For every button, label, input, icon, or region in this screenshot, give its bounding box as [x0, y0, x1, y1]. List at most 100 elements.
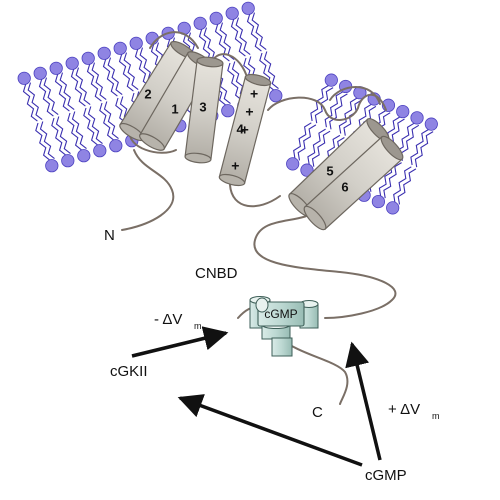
cyclic-nucleotide-binding-domain: cGMP [249, 296, 319, 357]
negative-voltage-label: - ΔV m [154, 311, 202, 331]
lipid-tail [410, 129, 429, 166]
voltage-sensor-charge: + [241, 122, 249, 138]
helix-bottom-cap [218, 173, 246, 187]
lipid-head [371, 194, 385, 209]
helix-label-S2: 2 [144, 86, 151, 101]
lipid-tail [67, 112, 83, 151]
backbone-loops [121, 31, 397, 405]
lipid-tail [22, 83, 38, 122]
lipid-head [61, 154, 75, 168]
helix-top-cap [380, 135, 404, 161]
helix-top-cap [196, 56, 224, 68]
helix-S5: 5 [288, 117, 390, 218]
pos-voltage-text: + ΔV [388, 401, 420, 418]
loop-s1-s2 [149, 31, 199, 49]
lipid-tail [400, 124, 420, 161]
lipid-tail [83, 107, 99, 146]
n-terminal-tail [121, 149, 175, 231]
cnbd-label: CNBD [195, 265, 238, 282]
lipid-head [269, 89, 283, 103]
lipid-tail [107, 57, 123, 96]
lipid-tail [35, 122, 51, 161]
cnbd-to-c-terminus [279, 337, 349, 405]
lipid-head [65, 56, 79, 70]
lipid-tail [134, 48, 150, 87]
loop-s4-s5 [229, 184, 281, 208]
lipid-head [300, 163, 314, 177]
lipid-head [129, 36, 143, 50]
lipid-head [193, 16, 207, 30]
lipid-head [93, 144, 107, 158]
pore-loop-extra [329, 86, 381, 105]
lipid-head [241, 1, 255, 15]
n-terminus-label: N [104, 227, 115, 244]
lipid-head [221, 104, 235, 118]
lipid-tail [235, 17, 251, 56]
helix-label-S4: 4 [236, 121, 244, 136]
lipid-head [81, 51, 95, 65]
lipid-tail [311, 130, 331, 167]
lipid-head [209, 11, 223, 25]
helix-label-S6: 6 [341, 179, 348, 194]
lipid-tail [123, 52, 139, 91]
lipid-tail [383, 162, 402, 199]
lipid-tail [27, 82, 43, 121]
lipid-tail [39, 121, 55, 160]
lipid-head [410, 111, 424, 125]
helix-label-S5: 5 [326, 163, 333, 178]
lipid-tail [38, 78, 54, 117]
lipid-tail [71, 111, 87, 150]
lipid-tail [75, 67, 91, 106]
lipid-tail [329, 93, 348, 130]
lipid-head [33, 66, 47, 80]
lipid-head [17, 71, 31, 85]
regulation-arrows [131, 326, 382, 467]
lipid-tail [87, 106, 103, 145]
lipid-head [145, 31, 159, 45]
lipid-head [424, 117, 438, 131]
lipid-tail [338, 97, 358, 134]
helix-label-S1: 1 [171, 101, 178, 116]
lipid-tail [343, 99, 362, 136]
helix-S4: 4 [218, 73, 272, 187]
helix-top-cap [244, 73, 272, 87]
voltage-sensor-charge: + [250, 86, 258, 102]
arrow-cgmp-to-cgkii [177, 394, 363, 467]
lipid-tail [55, 116, 71, 155]
lipid-tail [91, 62, 107, 101]
lipid-head [113, 41, 127, 55]
pos-voltage-subscript: m [432, 411, 440, 421]
lipid-tail [297, 124, 317, 161]
lipid-tail [51, 117, 67, 156]
lipid-tail [54, 73, 70, 112]
helix-S6: 6 [303, 135, 404, 231]
s6-to-cnbd-linker [253, 209, 397, 319]
c-terminus-label: C [312, 404, 323, 421]
voltage-sensor-charge: + [231, 158, 239, 174]
helix-label-S3: 3 [199, 99, 206, 114]
neg-voltage-subscript: m [194, 321, 202, 331]
pore-loop [267, 93, 387, 121]
lipid-tail [263, 51, 279, 90]
lipid-tail [86, 63, 102, 102]
lipid-head [49, 61, 63, 75]
lipid-head [286, 157, 300, 171]
lipid-tail [214, 23, 230, 62]
lipid-tail [103, 101, 119, 140]
lipid-tail [393, 166, 412, 203]
lipid-tail [414, 131, 434, 168]
lipid-tail [102, 58, 118, 97]
helix-S3: 3 [184, 56, 224, 164]
lipid-tail [231, 61, 247, 100]
lipid-tail [397, 168, 417, 205]
lipid-tail [230, 18, 246, 57]
lipid-tail [324, 91, 344, 128]
lipid-tail [118, 53, 134, 92]
cnbd-binding-pocket [257, 301, 305, 327]
lipid-tail [293, 122, 312, 159]
arrow-cgmp-to-cnbd [345, 341, 382, 461]
arrow-cgkii-to-cnbd [131, 326, 229, 358]
